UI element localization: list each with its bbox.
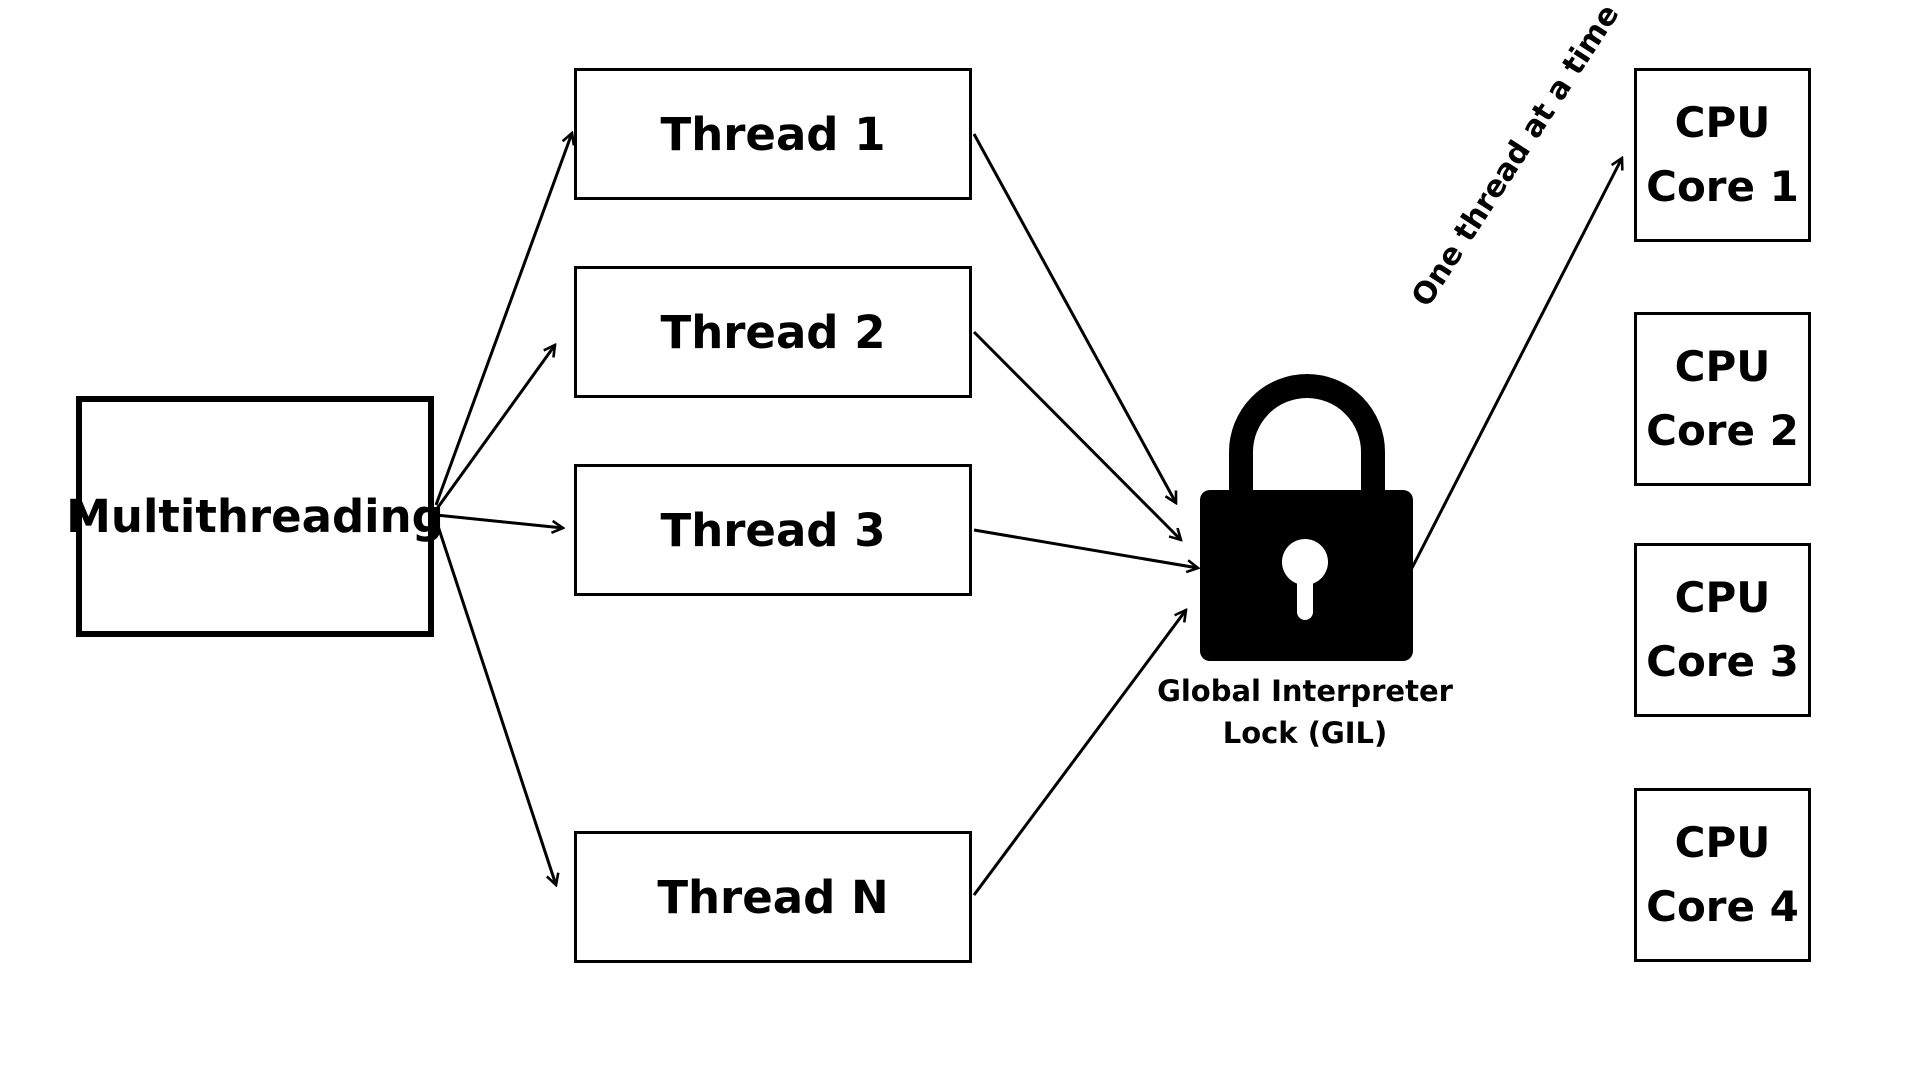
cpu-label: CPU	[1674, 573, 1771, 622]
cpu-label: CPU	[1674, 818, 1771, 867]
thread-label: Thread 2	[660, 305, 886, 359]
arrow-root-to-thread-3	[435, 513, 563, 528]
arrow-root-to-thread-1	[434, 133, 572, 506]
multithreading-label: Multithreading	[66, 490, 444, 543]
thread-box-3: Thread 3	[574, 464, 972, 596]
cpu-label: CPU	[1674, 342, 1771, 391]
arrow-root-to-thread-n	[434, 519, 556, 885]
thread-label: Thread 1	[660, 107, 886, 161]
gil-label-line-1: Global Interpreter	[1157, 674, 1453, 708]
arrow-thread-3-to-lock	[973, 528, 1198, 568]
arrow-root-to-thread-2	[434, 345, 555, 511]
thread-box-n: Thread N	[574, 831, 972, 963]
arrow-lock-to-core-1	[1410, 158, 1622, 569]
arrow-thread-1-to-lock	[972, 133, 1178, 503]
thread-box-2: Thread 2	[574, 266, 972, 398]
cpu-core-box-3: CPU Core 3	[1634, 543, 1811, 717]
gil-label-line-2: Lock (GIL)	[1222, 716, 1388, 750]
cpu-core-box-1: CPU Core 1	[1634, 68, 1811, 242]
thread-box-1: Thread 1	[574, 68, 972, 200]
thread-label: Thread N	[657, 870, 889, 924]
core-number-label: Core 1	[1646, 162, 1799, 211]
core-number-label: Core 2	[1646, 406, 1799, 455]
cpu-label: CPU	[1674, 98, 1771, 147]
core-number-label: Core 3	[1646, 637, 1799, 686]
multithreading-box: Multithreading	[66, 396, 444, 637]
cpu-core-box-2: CPU Core 2	[1634, 312, 1811, 486]
thread-label: Thread 3	[660, 503, 886, 557]
core-number-label: Core 4	[1646, 882, 1799, 931]
cpu-core-box-4: CPU Core 4	[1634, 788, 1811, 962]
gil-label: Global Interpreter Lock (GIL)	[1135, 670, 1475, 754]
arrow-thread-2-to-lock	[972, 330, 1181, 540]
arrow-thread-n-to-lock	[972, 610, 1186, 896]
